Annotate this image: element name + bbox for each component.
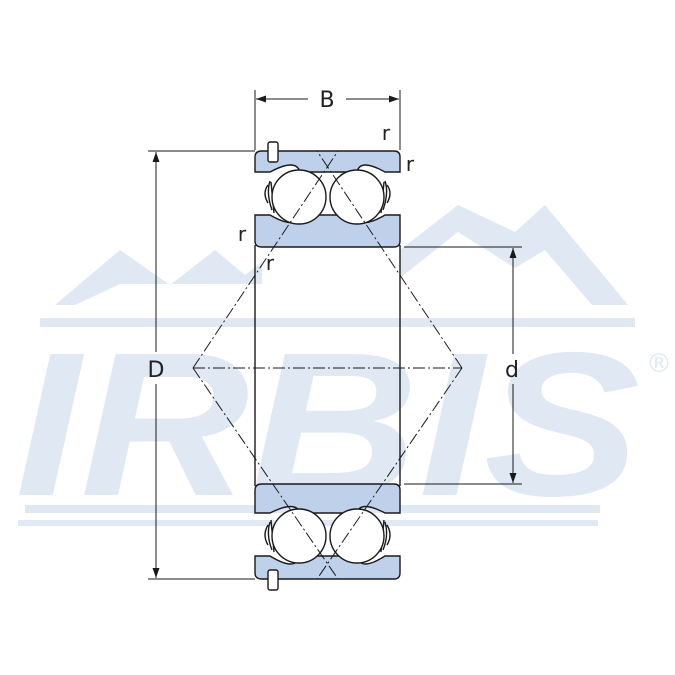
- registered-mark: ®: [646, 349, 672, 379]
- label-chamfer-top-right-inner: r: [406, 152, 415, 176]
- label-chamfer-top-right-outer: r: [382, 121, 391, 145]
- contact-line-3: [192, 367, 339, 580]
- watermark-mountain: [55, 250, 262, 305]
- ball-top-left: [271, 169, 327, 225]
- contact-line-1: [192, 150, 339, 369]
- watermark-mountain-right: [400, 205, 628, 305]
- bearing: [192, 141, 463, 591]
- top-section: [254, 141, 401, 248]
- label-chamfer-left-2: r: [266, 251, 275, 275]
- contact-line-4: [316, 367, 463, 580]
- label-chamfer-left-1: r: [238, 222, 247, 246]
- label-width-b: B: [319, 88, 334, 113]
- dimensions: [148, 90, 522, 580]
- ball-bottom-right: [329, 508, 385, 564]
- contact-line-2: [316, 150, 463, 369]
- ball-top-right: [329, 169, 385, 225]
- snap-ring-bottom: [267, 569, 279, 591]
- watermark-bar-top: [40, 318, 635, 327]
- bottom-section: [254, 483, 401, 591]
- ball-bottom-left: [271, 508, 327, 564]
- contact-lines: [192, 150, 463, 580]
- label-bore-diameter: d: [505, 358, 519, 383]
- label-outer-diameter: D: [148, 358, 165, 383]
- inner-ring-bottom: [254, 483, 401, 514]
- snap-ring-top: [267, 141, 279, 163]
